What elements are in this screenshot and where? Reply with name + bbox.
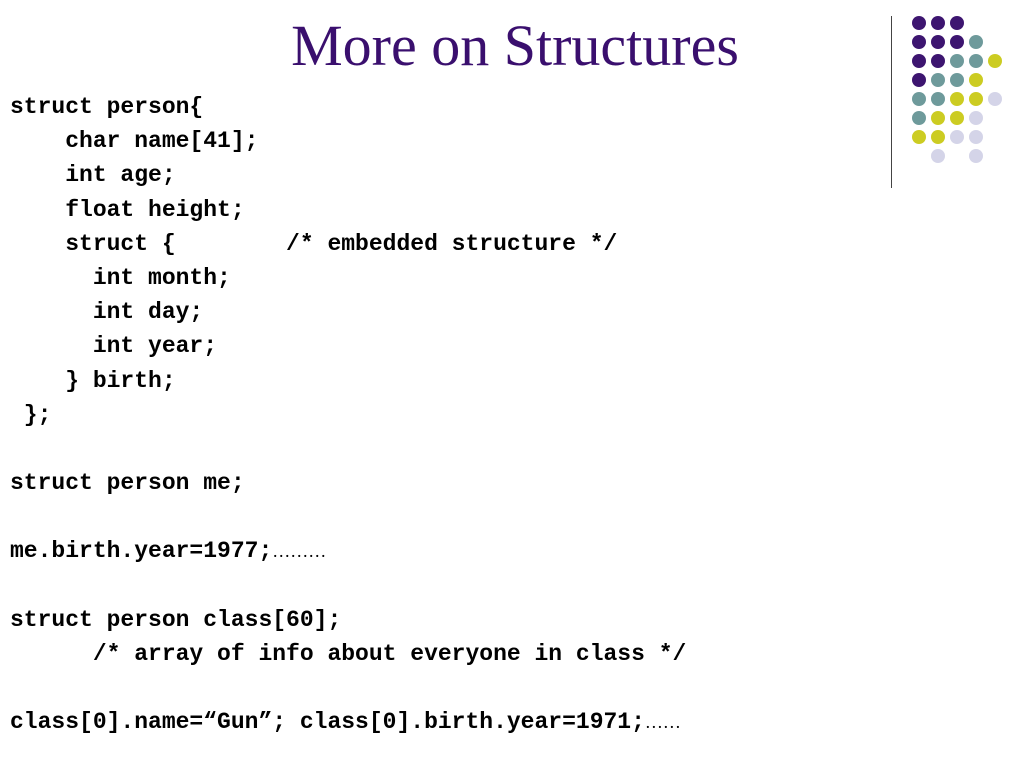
decorative-dot [969, 111, 983, 125]
code-text: /* array of info about everyone in class… [10, 641, 687, 667]
decorative-dot [950, 130, 964, 144]
decorative-dot [931, 54, 945, 68]
decorative-dot [912, 16, 926, 30]
title-divider [891, 16, 892, 188]
ellipsis: ……… [272, 541, 327, 562]
decorative-dot [988, 92, 1002, 106]
ellipsis: …… [644, 712, 681, 733]
code-line: } birth; [10, 364, 686, 398]
code-text: float height; [10, 196, 245, 223]
decorative-dot [969, 92, 983, 106]
code-text: }; [10, 401, 52, 428]
code-line: int year; [10, 329, 686, 363]
code-block: struct person{ char name[41]; int age; f… [10, 90, 686, 740]
slide-title: More on Structures [291, 13, 739, 78]
code-text: struct { /* embedded structure */ [10, 230, 618, 257]
code-line: struct person me; [10, 466, 686, 500]
code-line: struct { /* embedded structure */ [10, 227, 686, 261]
decorative-dot [912, 111, 926, 125]
code-line: char name[41]; [10, 124, 686, 158]
code-line: me.birth.year=1977;……… [10, 534, 686, 568]
code-line: }; [10, 398, 686, 432]
decorative-dot [912, 35, 926, 49]
code-line: int day; [10, 295, 686, 329]
code-line [10, 500, 686, 534]
code-line [10, 671, 686, 705]
code-text: class[0].name=“Gun”; class[0].birth.year… [10, 709, 645, 736]
code-text: char name[41]; [10, 128, 259, 155]
decorative-dot [950, 73, 964, 87]
decorative-dot [969, 149, 983, 163]
code-line [10, 569, 686, 603]
decorative-dot [969, 130, 983, 144]
decorative-dot [912, 92, 926, 106]
decorative-dot [950, 92, 964, 106]
code-line: struct person{ [10, 90, 686, 124]
decorative-dot-grid [912, 16, 1002, 163]
decorative-dot [931, 35, 945, 49]
code-text: int age; [10, 162, 176, 189]
decorative-dot [912, 130, 926, 144]
code-text: int day; [10, 299, 204, 326]
decorative-dot [931, 73, 945, 87]
code-line: int age; [10, 158, 686, 192]
decorative-dot [931, 149, 945, 163]
decorative-dot [988, 54, 1002, 68]
code-text: struct person{ [10, 94, 204, 120]
code-text: struct person class[60]; [10, 606, 342, 633]
decorative-dot [912, 73, 926, 87]
decorative-dot [950, 54, 964, 68]
decorative-dot [931, 92, 945, 106]
code-line: struct person class[60]; [10, 603, 686, 637]
decorative-dot [931, 130, 945, 144]
decorative-dot [931, 16, 945, 30]
code-text: } birth; [10, 367, 176, 394]
code-line: int month; [10, 261, 686, 295]
decorative-dot [969, 73, 983, 87]
code-text: struct person me; [10, 470, 245, 497]
code-line: class[0].name=“Gun”; class[0].birth.year… [10, 705, 686, 739]
code-line: float height; [10, 193, 686, 227]
code-text: int year; [10, 333, 218, 360]
decorative-dot [969, 54, 983, 68]
code-line: /* array of info about everyone in class… [10, 637, 687, 671]
code-text: me.birth.year=1977; [10, 538, 273, 565]
decorative-dot [950, 35, 964, 49]
decorative-dot [931, 111, 945, 125]
decorative-dot [950, 111, 964, 125]
decorative-dot [950, 16, 964, 30]
decorative-dot [912, 54, 926, 68]
code-line [10, 432, 686, 466]
code-text: int month; [10, 264, 231, 291]
decorative-dot [969, 35, 983, 49]
